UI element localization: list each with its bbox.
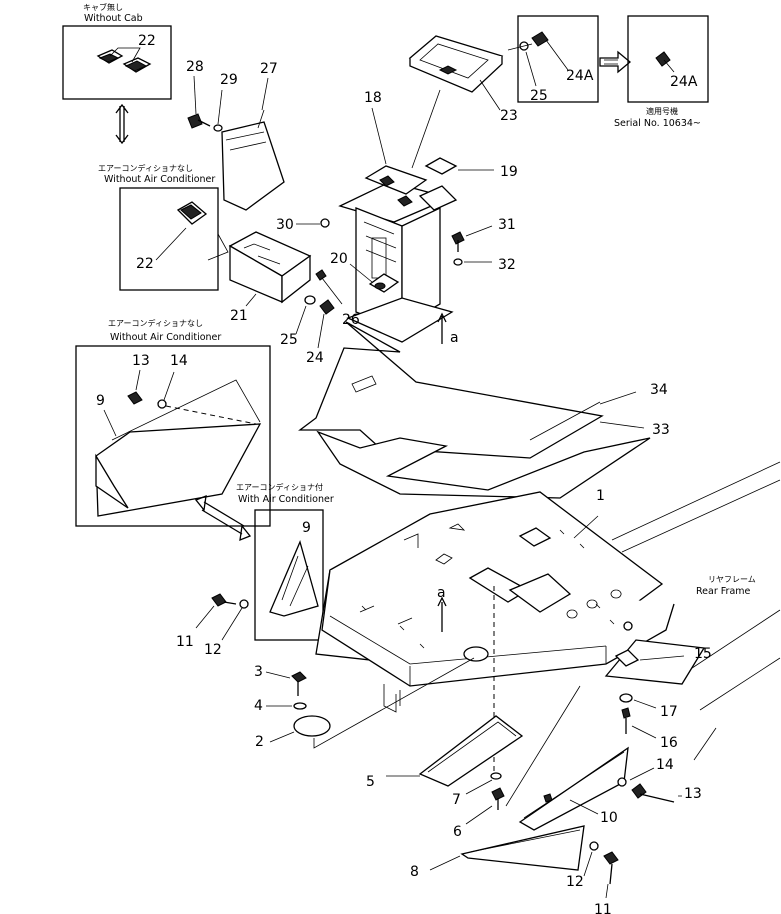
part-number-3: 3 (254, 664, 263, 680)
washer-29: 29 (213, 72, 238, 132)
part-19-plate: 19 (424, 157, 518, 180)
rear-frame-jp-caption: リヤフレーム (708, 575, 756, 584)
part-number-2: 2 (255, 734, 264, 750)
part-33-mat: 33 (316, 421, 670, 499)
part-number-9-left: 9 (96, 393, 105, 409)
part-number-18: 18 (364, 90, 382, 106)
part-number-21: 21 (230, 308, 248, 324)
inset-with-ac: エアーコンディショナ付 With Air Conditioner 9 (236, 482, 334, 641)
view-label-a-floor: a (437, 585, 446, 601)
part-15-bracket: 15 (604, 621, 712, 685)
part-number-24a-1: 24A (566, 68, 594, 84)
washer-30: 30 (276, 217, 330, 233)
part-number-8: 8 (410, 864, 419, 880)
part-number-22-ac: 22 (136, 256, 154, 272)
part-number-14-left: 14 (170, 353, 188, 369)
part-number-28: 28 (186, 59, 204, 75)
part-number-1: 1 (596, 488, 605, 504)
view-label-a-top: a (450, 330, 459, 346)
inset-24a-left: 24A 25 (507, 15, 599, 104)
part-number-11-bottom: 11 (594, 902, 612, 914)
part-10-plate: 10 (505, 685, 629, 831)
part-number-10: 10 (600, 810, 618, 826)
part-number-11-left: 11 (176, 634, 194, 650)
part-23-plate: 23 (408, 35, 518, 169)
part-number-24: 24 (306, 350, 324, 366)
bolt-28: 28 (186, 59, 211, 129)
part-number-9-right: 9 (302, 520, 311, 536)
inset-24a-right: 24A 適用号機 Serial No. 10634~ (614, 15, 709, 129)
part-number-12-left: 12 (204, 642, 222, 658)
part-number-26: 26 (342, 312, 360, 328)
part-number-15: 15 (694, 646, 712, 662)
double-arrow-diagonal-icon (194, 494, 252, 542)
part-number-6: 6 (453, 824, 462, 840)
part-number-7: 7 (452, 792, 461, 808)
inset-without-cab: キャブ無し Without Cab 22 (62, 2, 172, 100)
part-5-cover: 5 7 6 (366, 715, 524, 840)
part-number-12-bottom: 12 (566, 874, 584, 890)
part-number-34: 34 (650, 382, 668, 398)
part-number-33: 33 (652, 422, 670, 438)
part-number-23: 23 (500, 108, 518, 124)
with-ac-jp-caption: エアーコンディショナ付 (236, 482, 323, 492)
without-ac-top-jp-caption: エアーコンディショナなし (98, 163, 193, 173)
without-cab-jp-caption: キャブ無し (83, 2, 123, 12)
part-number-5: 5 (366, 774, 375, 790)
inset-without-ac-top: エアーコンディショナなし Without Air Conditioner 22 (98, 163, 229, 291)
serial-caption: Serial No. 10634~ (614, 118, 701, 129)
part-8-bracket: 8 12 11 (410, 825, 619, 914)
double-arrow-icon (115, 103, 129, 145)
part-21-box: 21 (228, 231, 312, 324)
part-number-29: 29 (220, 72, 238, 88)
part-number-13-left: 13 (132, 353, 150, 369)
serial-jp-caption: 適用号機 (646, 106, 678, 116)
part-number-14-right: 14 (656, 757, 674, 773)
part-number-30: 30 (276, 217, 294, 233)
without-ac-top-caption: Without Air Conditioner (104, 174, 215, 185)
without-ac-left-caption: Without Air Conditioner (110, 332, 221, 343)
bolt-11-washer-12-left: 11 12 (176, 593, 249, 658)
bolt-13-washer-14-right: 14 13 (617, 757, 702, 803)
part-number-31: 31 (498, 217, 516, 233)
part-34-mat: 34 (298, 321, 668, 459)
part-number-25-mid: 25 (280, 332, 298, 348)
bolts-24-25-26: 25 24 26 (280, 269, 360, 366)
part-18-console: 18 (338, 90, 458, 343)
inset-without-ac-left: エアーコンディショナなし Without Air Conditioner 13 … (75, 318, 271, 527)
bolt-31-washer-32: 31 32 (451, 217, 516, 273)
part-number-32: 32 (498, 257, 516, 273)
part-27-cover: 27 (221, 61, 285, 211)
rear-frame-caption: Rear Frame (696, 586, 751, 597)
view-arrow-a-top: a (437, 312, 459, 346)
part-number-22-cab: 22 (138, 33, 156, 49)
bolt-16-washer-17: 17 16 (619, 693, 678, 751)
part-number-17: 17 (660, 704, 678, 720)
part-number-19: 19 (500, 164, 518, 180)
part-number-24a-2: 24A (670, 74, 698, 90)
part-1-floor-frame: 1 a (315, 488, 675, 772)
part-number-20: 20 (330, 251, 348, 267)
part-number-25-top: 25 (530, 88, 548, 104)
part-number-4: 4 (254, 698, 263, 714)
part-20-bracket: 20 (330, 251, 400, 293)
part-number-13-right: 13 (684, 786, 702, 802)
without-ac-left-jp-caption: エアーコンディショナなし (108, 318, 203, 328)
with-ac-caption: With Air Conditioner (238, 494, 334, 505)
part-number-27: 27 (260, 61, 278, 77)
part-2-cover: 3 4 2 (254, 657, 475, 750)
rear-frame-lines: リヤフレーム Rear Frame (611, 461, 781, 761)
without-cab-caption: Without Cab (84, 13, 143, 24)
arrow-right-icon (599, 50, 632, 74)
part-number-16: 16 (660, 735, 678, 751)
